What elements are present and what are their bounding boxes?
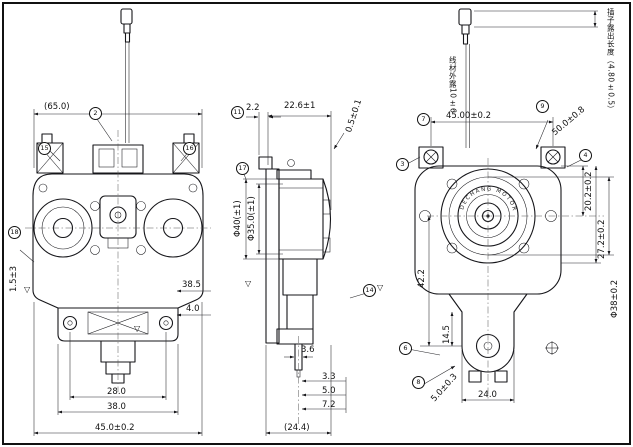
dim-side-pin-width: 3.6 [301, 345, 315, 355]
balloon-callout: 16 [183, 142, 196, 155]
dim-front-bottom-2: 38.0 [107, 402, 126, 412]
dim-side-dia-outer: Φ40(±1) [233, 200, 243, 237]
balloon-callout: 17 [236, 162, 249, 175]
dim-side-stack-3: 7.2 [322, 400, 336, 410]
dim-front-height-1: 38.5 [182, 280, 201, 290]
side-view [258, 156, 332, 424]
note-terminal-length: 插子露出长度（4.80±0.5） [606, 8, 616, 114]
dim-side-stack-2: 5.0 [322, 386, 336, 396]
back-dimension-lines [406, 10, 614, 403]
dim-side-stack-1: 3.3 [322, 372, 336, 382]
finish-mark: ▽ [377, 283, 384, 292]
dim-front-height-2: 4.0 [186, 304, 200, 314]
side-dimension-lines [242, 111, 371, 436]
dim-side-top-width: 22.6±1 [284, 101, 316, 111]
balloon-callout: 14 [363, 284, 376, 297]
front-dimension-lines [19, 109, 211, 436]
dim-side-dia-inner: Φ35.0(±1) [247, 196, 257, 241]
wire-connector-front [120, 8, 133, 143]
dim-front-overall-width: (65.0) [44, 102, 70, 112]
finish-mark: ▽ [24, 285, 31, 294]
dim-back-bottom-width: 24.0 [478, 390, 497, 400]
balloon-callout: 3 [396, 158, 409, 171]
dim-back-terminal-pitch: 45.00±0.2 [446, 111, 491, 121]
dim-front-bottom-1: 28.0 [107, 387, 126, 397]
balloon-callout: 2 [89, 107, 102, 120]
dim-side-gap: 2.2 [246, 103, 260, 113]
note-wire-exposed: 线材外露10±6 [448, 56, 458, 114]
balloon-callout: 7 [417, 113, 430, 126]
dim-side-depth-ref: (24.4) [284, 423, 310, 433]
dim-back-left-1: 42.2 [417, 269, 427, 288]
balloon-callout: 8 [412, 376, 425, 389]
dim-back-left-2: 14.5 [442, 325, 452, 344]
dim-front-edge: 1.5±3 [9, 265, 19, 292]
balloon-callout: 9 [536, 100, 549, 113]
finish-mark: ▽ [245, 279, 252, 288]
balloon-callout: 6 [399, 342, 412, 355]
dim-front-bottom-3: 45.0±0.2 [95, 423, 135, 433]
balloon-callout: 15 [38, 142, 51, 155]
balloon-callout: 11 [231, 106, 244, 119]
wire-connector-back [458, 8, 472, 148]
balloon-callout: 18 [8, 226, 21, 239]
dim-back-right-1: 20.2±0.2 [584, 171, 594, 211]
balloon-callout: 4 [579, 149, 592, 162]
dim-back-right-2: 27.2±0.2 [597, 219, 607, 259]
dim-back-stator-dia: Φ38±0.2 [610, 279, 620, 318]
datum-target [545, 341, 559, 355]
finish-mark: ▽ [134, 324, 141, 333]
